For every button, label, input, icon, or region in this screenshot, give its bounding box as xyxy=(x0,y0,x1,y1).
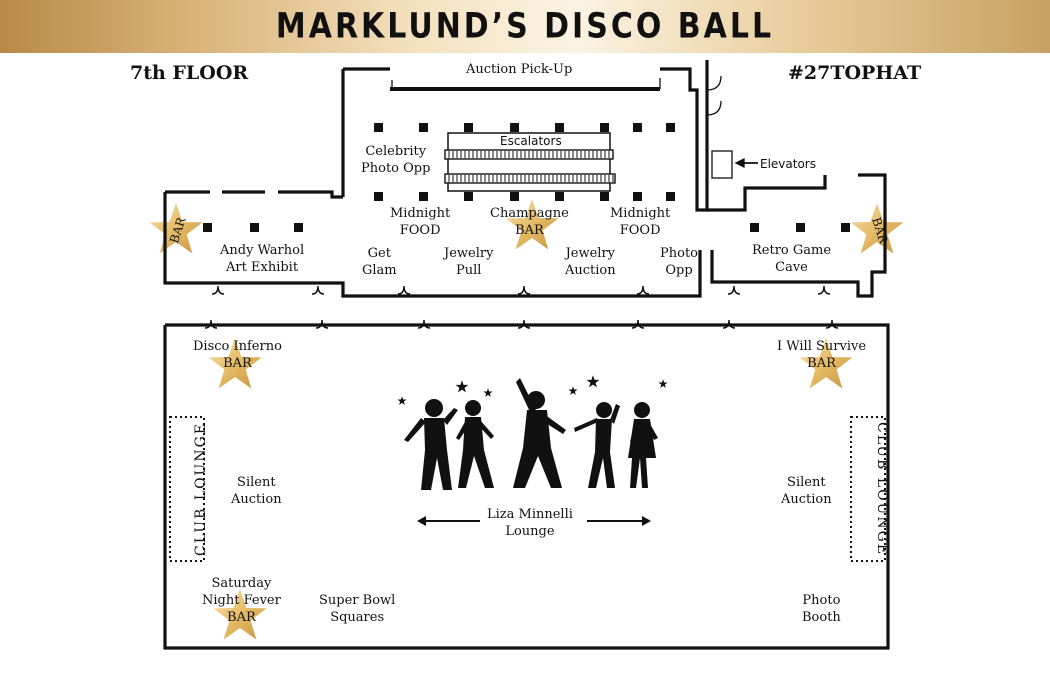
dancer-2 xyxy=(456,400,494,488)
dancer-4 xyxy=(574,402,620,488)
hashtag-label: #27TOPHAT xyxy=(788,62,922,84)
elevator-doors xyxy=(706,75,722,116)
club-lounge-right-label: CLUB LOUNGE xyxy=(874,421,891,557)
dancers-illustration xyxy=(397,375,668,490)
elevators-label: Elevators xyxy=(760,157,816,171)
dancer-5 xyxy=(628,402,658,488)
dancer-3 xyxy=(513,378,566,488)
club-lounge-left-box xyxy=(169,416,205,562)
doors xyxy=(204,285,839,329)
elevator-box xyxy=(711,150,733,179)
title-banner: MARKLUND’S DISCO BALL xyxy=(0,0,1050,53)
escalators xyxy=(444,132,616,192)
club-lounge-left-label: CLUB LOUNGE xyxy=(193,421,210,557)
club-lounge-right-box xyxy=(850,416,886,562)
ballroom-walls xyxy=(163,323,890,650)
escalators-label: Escalators xyxy=(500,134,562,148)
columns xyxy=(203,123,850,232)
floor-label: 7th FLOOR xyxy=(130,62,249,84)
liza-lounge-arrow xyxy=(417,516,651,526)
event-title: MARKLUND’S DISCO BALL xyxy=(275,6,775,47)
auction-pickup-label: Auction Pick-Up xyxy=(466,62,573,77)
dancer-1 xyxy=(404,399,458,490)
